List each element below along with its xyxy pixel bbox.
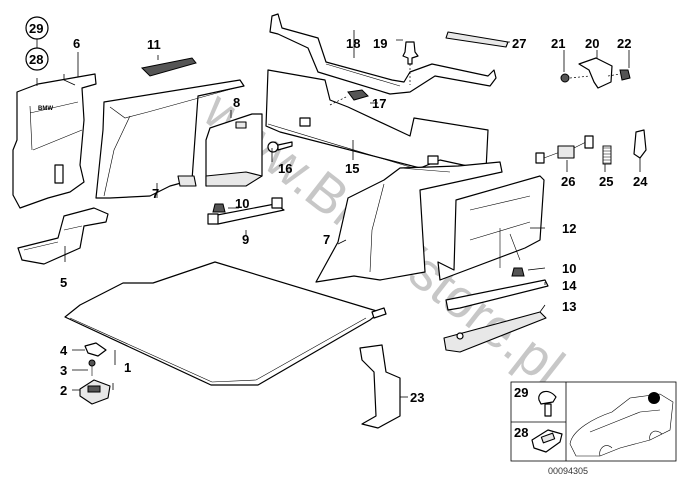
inset-label-29: 29 bbox=[514, 385, 528, 400]
label-27: 27 bbox=[512, 36, 526, 51]
part-12-panel[interactable] bbox=[437, 175, 545, 281]
part-18-strip[interactable] bbox=[269, 13, 497, 95]
part-5-tray[interactable] bbox=[17, 207, 109, 265]
part-9-rod[interactable] bbox=[207, 197, 285, 225]
label-18: 18 bbox=[346, 36, 360, 51]
label-24: 24 bbox=[633, 174, 648, 189]
label-8: 8 bbox=[233, 95, 240, 110]
part-20-bracket[interactable] bbox=[569, 57, 621, 89]
label-19: 19 bbox=[373, 36, 387, 51]
part-1-floor-mat[interactable] bbox=[64, 261, 387, 386]
label-25: 25 bbox=[599, 174, 613, 189]
label-10-left: 10 bbox=[235, 196, 249, 211]
part-21-nut[interactable] bbox=[560, 73, 570, 83]
part-13-rail[interactable] bbox=[443, 311, 547, 353]
label-26: 26 bbox=[561, 174, 575, 189]
part-11-grille[interactable] bbox=[140, 57, 197, 77]
circled-label-28: 28 bbox=[29, 52, 43, 67]
label-16: 16 bbox=[278, 161, 292, 176]
label-22: 22 bbox=[617, 36, 631, 51]
part-15-rear-panel[interactable] bbox=[265, 69, 489, 171]
label-6: 6 bbox=[73, 36, 80, 51]
label-21: 21 bbox=[551, 36, 565, 51]
part-8-cover[interactable] bbox=[205, 113, 263, 187]
part-25-spring[interactable] bbox=[602, 145, 612, 165]
inset-box: 29 28 bbox=[510, 381, 677, 462]
label-1: 1 bbox=[124, 360, 131, 375]
part-2-handle[interactable] bbox=[79, 379, 111, 405]
label-12: 12 bbox=[562, 221, 576, 236]
part-10-nut-right[interactable] bbox=[511, 267, 525, 277]
label-14: 14 bbox=[562, 278, 577, 293]
label-20: 20 bbox=[585, 36, 599, 51]
label-13: 13 bbox=[562, 299, 576, 314]
diagram-code: 00094305 bbox=[548, 466, 588, 476]
part-7-trim-left[interactable] bbox=[95, 79, 245, 199]
label-5: 5 bbox=[60, 275, 67, 290]
part-6-side-panel[interactable]: BMW bbox=[12, 73, 97, 209]
label-11: 11 bbox=[147, 37, 161, 52]
inset-handle-28-icon bbox=[531, 429, 563, 453]
part-16-screw[interactable] bbox=[267, 141, 293, 153]
label-2: 2 bbox=[60, 383, 67, 398]
label-17: 17 bbox=[372, 96, 386, 111]
part-4-plate[interactable] bbox=[84, 342, 107, 357]
circled-labels: 29 28 bbox=[25, 16, 49, 71]
part-23-bracket[interactable] bbox=[359, 344, 401, 429]
part-27-strip[interactable] bbox=[445, 31, 509, 48]
label-9: 9 bbox=[242, 232, 249, 247]
label-4: 4 bbox=[60, 343, 68, 358]
part-17-bracket[interactable] bbox=[329, 89, 369, 106]
part-3-screw[interactable] bbox=[88, 359, 96, 376]
inset-clip-29-icon bbox=[538, 390, 557, 417]
circled-label-29: 29 bbox=[29, 21, 43, 36]
part-24-latch[interactable] bbox=[633, 129, 647, 159]
part-labels: 1 2 3 4 5 6 7 7 8 9 10 10 11 12 13 14 15… bbox=[60, 36, 648, 405]
svg-text:BMW: BMW bbox=[38, 106, 53, 112]
label-10-right: 10 bbox=[562, 261, 576, 276]
part-22-clip[interactable] bbox=[619, 69, 631, 81]
part-26-cable[interactable] bbox=[535, 135, 594, 164]
inset-label-28: 28 bbox=[514, 425, 528, 440]
part-19-clip[interactable] bbox=[402, 41, 419, 85]
label-15: 15 bbox=[345, 161, 359, 176]
part-7-trim-right[interactable] bbox=[315, 161, 503, 283]
label-23: 23 bbox=[410, 390, 424, 405]
inset-car-icon bbox=[569, 392, 674, 457]
part-14-strip[interactable] bbox=[445, 279, 549, 311]
part-10-nut-left[interactable] bbox=[212, 203, 226, 213]
label-7-upper: 7 bbox=[152, 186, 159, 201]
label-3: 3 bbox=[60, 363, 67, 378]
label-7-lower: 7 bbox=[323, 232, 330, 247]
